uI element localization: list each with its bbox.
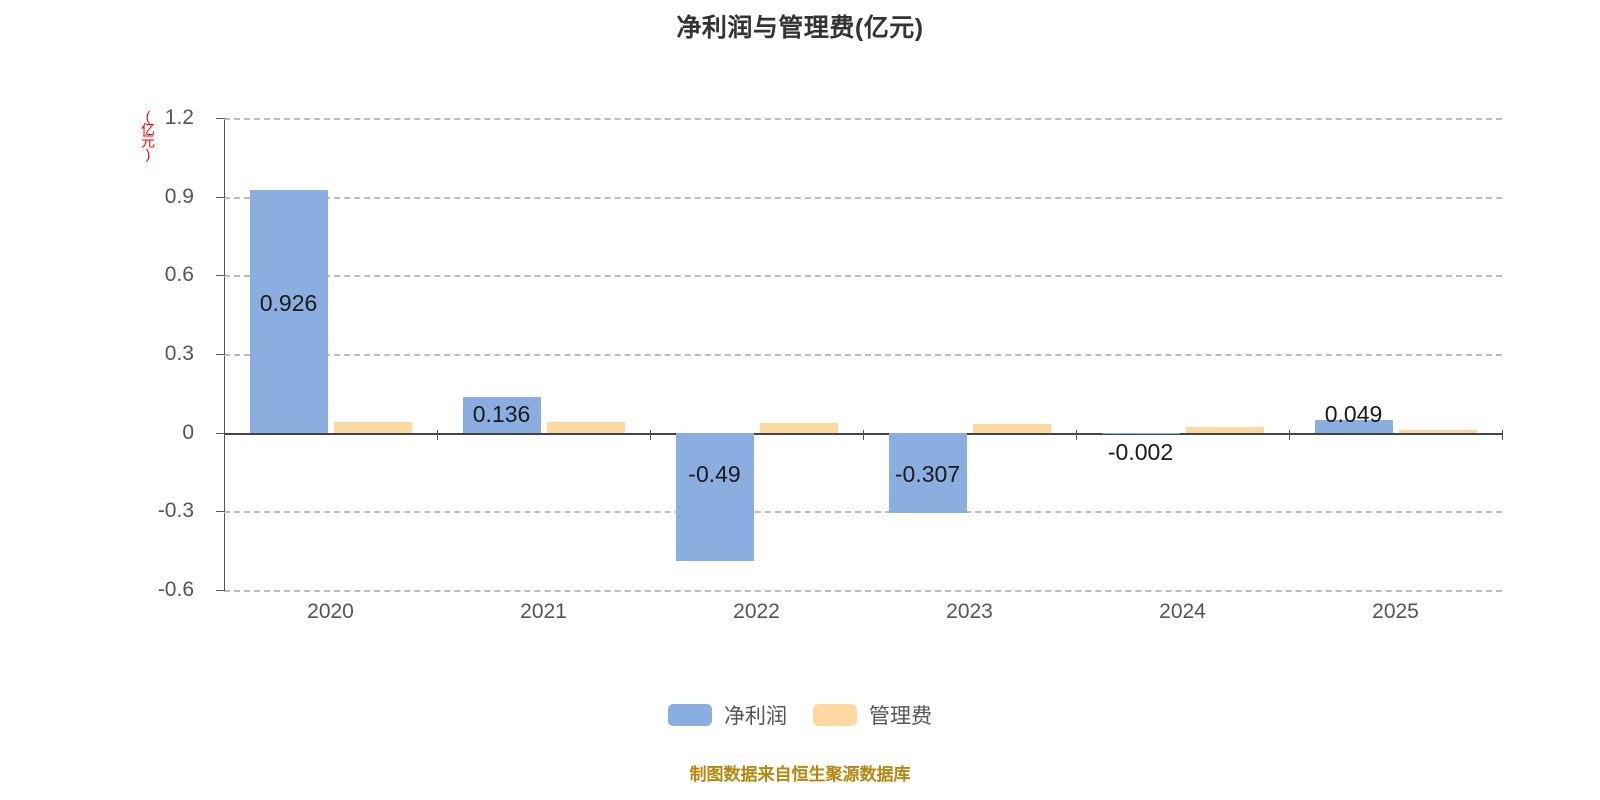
gridline (224, 275, 1502, 278)
bar-value-label: -0.49 (688, 460, 741, 487)
y-tick-mark (216, 275, 225, 277)
legend-item[interactable]: 净利润 (668, 700, 787, 730)
y-tick-mark (216, 196, 225, 198)
bar-net-profit[interactable] (888, 432, 967, 514)
plot-area (224, 118, 1502, 590)
x-tick-label: 2023 (946, 600, 993, 623)
gridline (224, 590, 1502, 592)
gridline (224, 118, 1502, 120)
legend-label: 净利润 (724, 705, 787, 728)
y-tick-label: 1.2 (164, 106, 194, 129)
y-tick-mark (216, 511, 225, 513)
bar-admin-expense[interactable] (1398, 429, 1477, 433)
bar-admin-expense[interactable] (972, 424, 1051, 433)
x-tick-label: 2022 (733, 600, 780, 623)
x-tick-label: 2025 (1372, 600, 1419, 623)
y-tick-label: -0.3 (157, 499, 194, 523)
y-tick-mark (216, 590, 225, 591)
y-tick-label: 0.3 (164, 342, 194, 365)
y-tick-mark (216, 354, 225, 355)
x-tick-label: 2020 (307, 600, 354, 623)
bar-admin-expense[interactable] (759, 423, 838, 433)
bar-net-profit[interactable] (462, 397, 541, 433)
x-tick-mark (863, 430, 864, 440)
bar-value-label: 0.136 (472, 400, 531, 427)
y-tick-mark (216, 118, 225, 119)
legend-label: 管理费 (869, 705, 932, 728)
x-tick-mark (1502, 430, 1503, 440)
y-tick-label: -0.6 (157, 578, 194, 601)
legend-swatch (813, 704, 857, 726)
x-tick-mark (437, 430, 438, 440)
bar-net-profit[interactable] (249, 189, 328, 433)
x-tick-mark (1076, 430, 1077, 440)
bar-net-profit[interactable] (675, 432, 754, 562)
y-tick-label: 0.6 (164, 263, 194, 287)
bar-net-profit[interactable] (1101, 432, 1180, 434)
bar-value-label: 0.049 (1324, 400, 1383, 427)
gridline (224, 354, 1502, 356)
bar-value-label: 0.926 (259, 289, 318, 316)
x-tick-mark (650, 430, 651, 440)
bar-value-label: -0.307 (894, 460, 961, 487)
source-note: 制图数据来自恒生聚源数据库 (689, 765, 911, 784)
bar-value-label: -0.002 (1107, 438, 1174, 465)
bar-admin-expense[interactable] (333, 421, 412, 433)
y-tick-label: 0.9 (164, 184, 194, 208)
legend-item[interactable]: 管理费 (813, 700, 932, 730)
y-tick-mark (216, 432, 225, 434)
bar-admin-expense[interactable] (546, 422, 625, 433)
gridline (224, 511, 1502, 514)
chart-title: 净利润与管理费(亿元) (676, 14, 924, 42)
gridline (224, 196, 1502, 199)
x-tick-label: 2024 (1159, 600, 1206, 623)
x-tick-mark (1289, 430, 1290, 440)
x-tick-label: 2021 (520, 600, 567, 623)
y-tick-label: 0 (182, 420, 194, 444)
y-axis-unit-label: (亿元) (140, 108, 156, 160)
legend-swatch (668, 704, 712, 726)
chart-legend: 净利润 管理费 (0, 700, 1600, 730)
bar-admin-expense[interactable] (1185, 427, 1264, 433)
bar-net-profit[interactable] (1314, 419, 1393, 433)
x-tick-mark (224, 430, 225, 440)
